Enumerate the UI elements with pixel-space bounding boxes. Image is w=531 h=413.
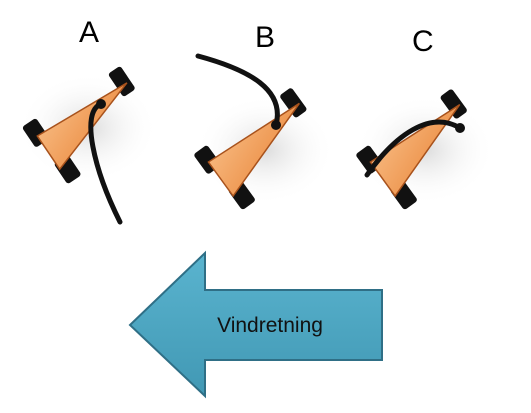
- sheet-line-b: [195, 53, 280, 128]
- panel-label-a: A: [79, 16, 99, 49]
- panel-b: B: [194, 21, 335, 210]
- wheel-front: [280, 88, 307, 118]
- sheet-line-a: [88, 101, 123, 225]
- wheel-front: [108, 66, 135, 97]
- panel-label-c: C: [412, 25, 434, 58]
- panel-a: A: [18, 16, 158, 225]
- sheet-line-c: [364, 119, 463, 178]
- sheet-anchor-c: [455, 123, 465, 133]
- wind-direction-label: Vindretning: [217, 314, 323, 337]
- arrow-shape: [128, 250, 383, 399]
- panel-c: C: [355, 25, 495, 210]
- wind-direction-arrow: Vindretning: [128, 250, 383, 399]
- wheel-front: [440, 89, 467, 119]
- sail-cone: [369, 103, 461, 198]
- panel-label-b: B: [255, 21, 275, 54]
- sheet-anchor-a: [96, 99, 106, 109]
- sheet-anchor-b: [271, 120, 281, 130]
